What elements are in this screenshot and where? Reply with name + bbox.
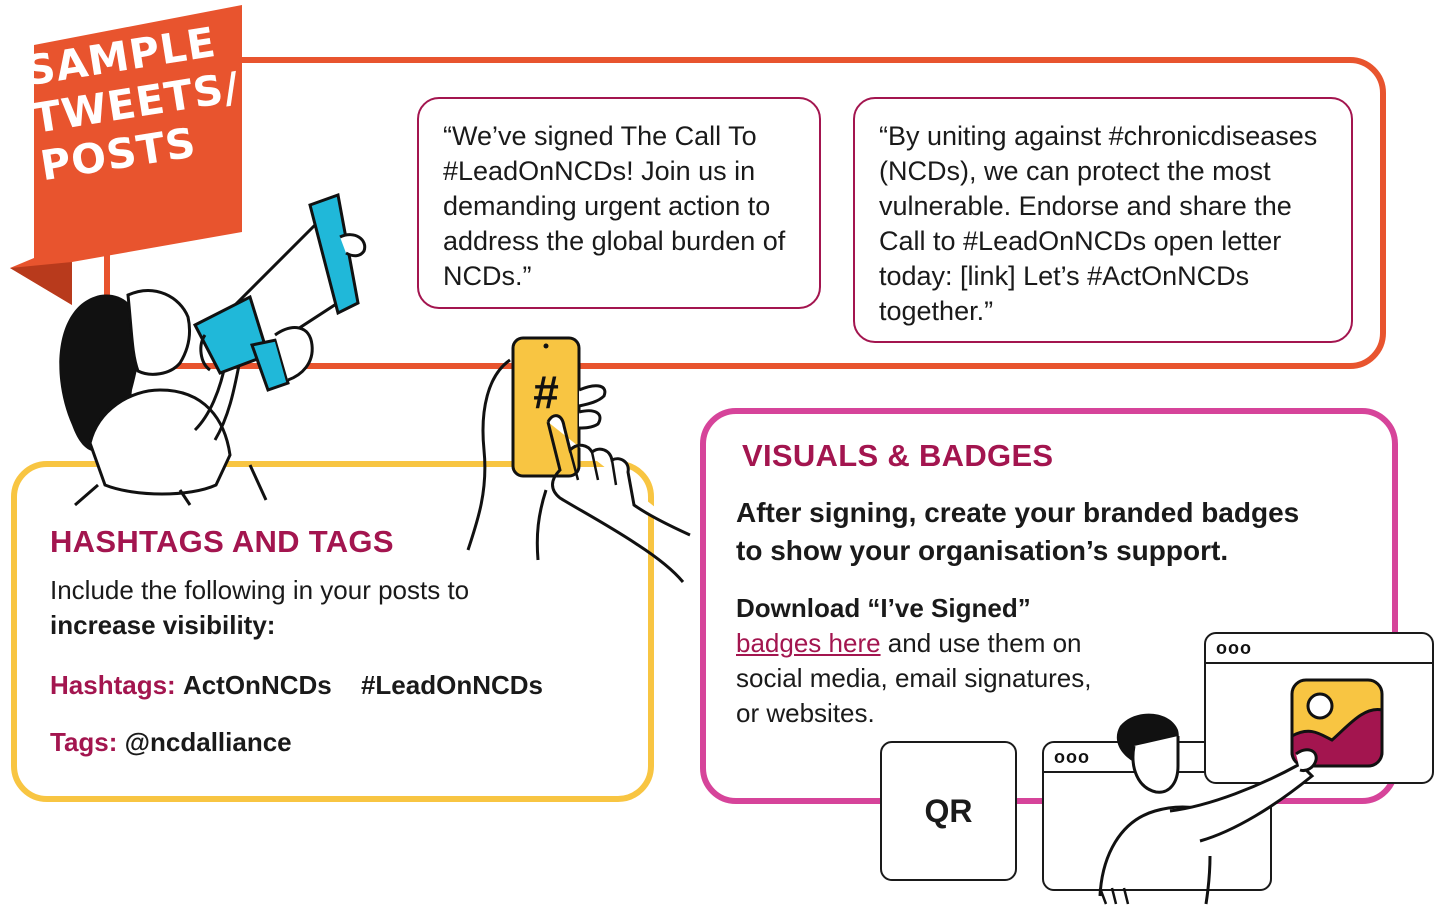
visuals-download: Download “I’ve Signed” badges here and u… [736,591,1196,731]
phone-hashtag-illustration: # [466,336,691,583]
download-line-web: or websites. [736,698,875,728]
tags-line: Tags: @ncdalliance [50,725,292,760]
hashtag-leadonncds: #LeadOnNCDs [360,670,544,700]
hashtags-panel [11,461,654,802]
tweet-text-2: “By uniting against #chronicdiseases (NC… [879,121,1318,326]
man-pointing-illustration [1098,713,1318,905]
hashtags-label: Hashtags: [50,670,176,700]
qr-label: QR [924,792,973,829]
tag-ncdalliance: @ncdalliance [124,727,292,757]
visuals-intro-a: After signing, create your [736,497,1076,528]
hashtags-intro-text: Include the following in your posts to [50,575,470,605]
download-label: Download “I’ve Signed” [736,593,1031,623]
download-line-social: social media, email signatures, [736,663,1092,693]
hashtag-actonncds: ActOnNCDs [182,670,332,700]
window-dots-icon: ooo [1216,638,1252,658]
download-after-link: and use them on [887,628,1082,658]
visuals-intro: After signing, create your branded badge… [736,494,1299,570]
banner-shape [10,5,242,305]
tweet-card-2: “By uniting against #chronicdiseases (NC… [853,97,1353,343]
tweet-card-1: “We’ve signed The Call To #LeadOnNCDs! J… [417,97,821,309]
hashtags-heading: HASHTAGS AND TAGS [50,524,394,559]
tags-label: Tags: [50,727,118,757]
visuals-heading: VISUALS & BADGES [742,438,1054,473]
qr-card: QR [880,741,1017,881]
hashtags-intro: Include the following in your posts to i… [50,573,610,643]
hashtags-intro-bold: increase visibility: [50,610,276,640]
window-dots-icon: ooo [1054,747,1090,767]
hashtags-line: Hashtags: ActOnNCDs #LeadOnNCDs [50,668,543,703]
window-divider [1206,662,1432,664]
badges-link[interactable]: badges here [736,628,881,658]
phone-hashtag-symbol: # [533,366,559,418]
visuals-intro-b: branded badges [1082,497,1300,528]
woman-megaphone-illustration [59,192,367,507]
sample-tweets-banner: SAMPLE TWEETS/ POSTS [0,0,260,320]
tweet-text-1: “We’ve signed The Call To #LeadOnNCDs! J… [443,121,786,291]
visuals-intro-line2: to show your organisation’s support. [736,535,1229,566]
